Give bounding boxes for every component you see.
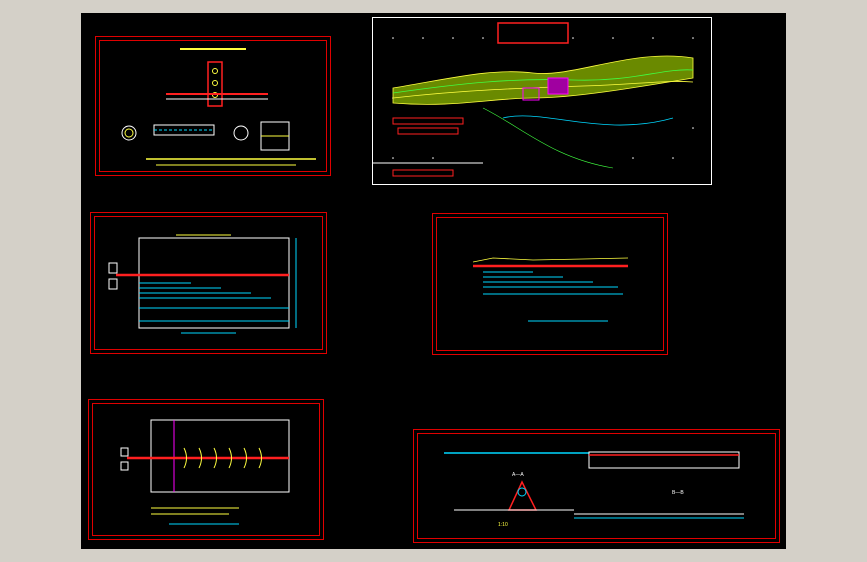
scale-label: 1:10 (498, 522, 508, 528)
sheet-inner-border (94, 216, 323, 350)
sheet-profile-section[interactable] (432, 213, 668, 355)
sheet-plan-mid-left[interactable] (90, 212, 327, 354)
pipe-section-circle (233, 125, 249, 141)
valve (108, 262, 118, 274)
drawing-canvas[interactable]: A—A B—B 1:10 (81, 13, 786, 549)
dimension-lines (483, 271, 623, 295)
label-box (397, 127, 459, 135)
label-box (392, 117, 464, 125)
sheet-inner-border (99, 40, 327, 172)
sheet-inner-border (92, 403, 320, 536)
plan-drawing (108, 234, 297, 334)
contour-line (392, 81, 694, 99)
sheet-cross-sections[interactable]: A—A B—B 1:10 (413, 429, 780, 543)
dimension-lines (139, 238, 297, 328)
contour-line (392, 69, 694, 94)
sheet-plan-arcs[interactable] (88, 399, 324, 540)
sheet-pipe-detail[interactable] (95, 36, 331, 176)
bolt-mark (212, 80, 218, 86)
profile-drawing (472, 257, 629, 322)
valve (108, 278, 118, 290)
site-plan-drawing (373, 22, 694, 177)
bolt-mark (212, 68, 218, 74)
label-box (392, 169, 454, 177)
pipe-section-circle (517, 487, 527, 497)
valve (120, 447, 129, 457)
plan-boundary (150, 419, 290, 493)
ground-line (472, 257, 629, 263)
terrain-contours-yellow (392, 55, 694, 105)
pipe-detail-drawing (121, 48, 316, 166)
section-bb-label: B—B (672, 490, 684, 496)
sheet-inner-border (436, 217, 664, 351)
structure-block (547, 77, 569, 95)
river-line (502, 115, 674, 126)
cross-section-drawing (444, 451, 744, 519)
section-aa-label: A—A (512, 472, 524, 478)
structure-block (522, 87, 540, 101)
sheet-site-plan[interactable] (372, 17, 712, 185)
arc-plan-drawing (120, 419, 290, 525)
sheet-inner-border (417, 433, 776, 539)
pipe-section-inner (124, 128, 134, 138)
section-bb-outline (588, 451, 740, 469)
contour-line (482, 107, 614, 169)
title-block (497, 22, 569, 44)
pipe-section-circle (121, 125, 137, 141)
valve (120, 461, 129, 471)
arc-marks (183, 447, 262, 469)
vertical-pipe (207, 61, 223, 107)
survey-grid-points (392, 37, 694, 159)
